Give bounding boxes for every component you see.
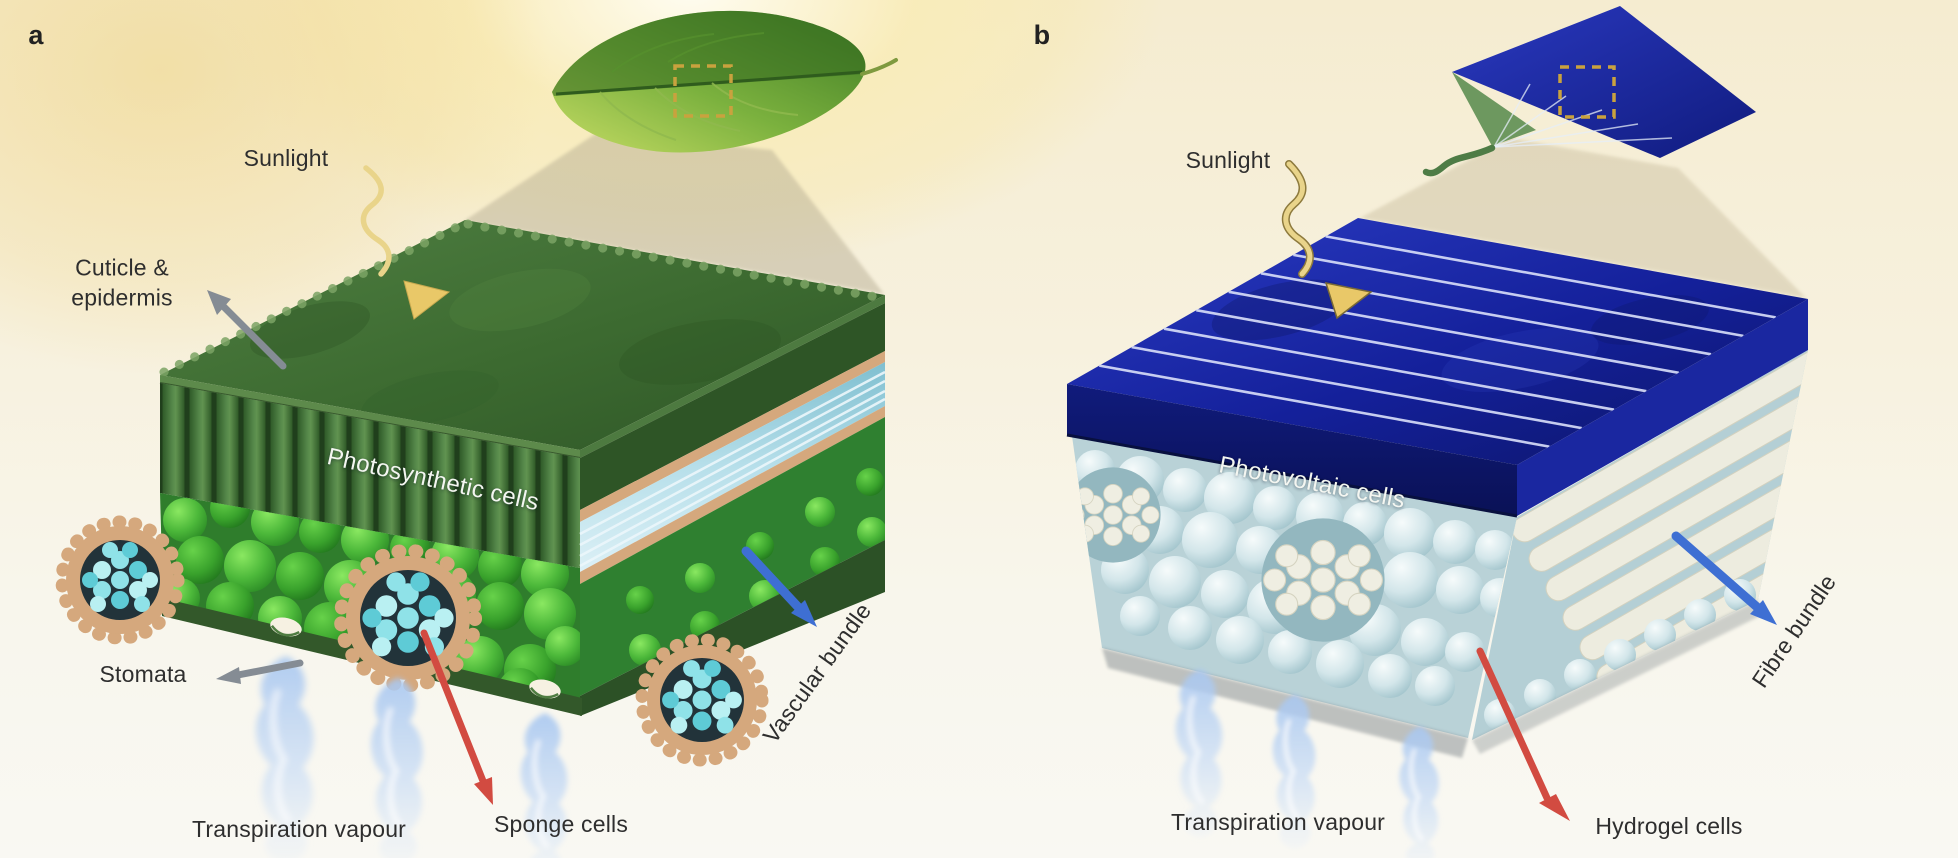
hydrogel-spheres: [1072, 450, 1517, 706]
fan-stem: [1422, 144, 1496, 177]
panel-a-illustration: [55, 10, 898, 858]
zoom-cone-a: [464, 132, 884, 294]
sunlight-label-a: Sunlight: [243, 144, 329, 171]
vascular-bundle-cross-sections: [55, 515, 769, 767]
sunlight-label-b: Sunlight: [1185, 146, 1271, 173]
cuticle-top-face: [160, 220, 885, 450]
cuticle-arrow-icon: [207, 290, 287, 370]
hydrogel-cells-arrow-icon: [1476, 647, 1570, 821]
panel-b-illustration: [1066, 6, 1808, 858]
cuticle-line2: epidermis: [71, 285, 173, 311]
leaf-cross-section-block: [55, 218, 887, 767]
fibre-bundle-arrow-icon: [1671, 531, 1777, 625]
sun-ray-icon: [1283, 161, 1313, 277]
pv-gridlines: [1099, 235, 1776, 448]
stomata-arrow-icon: [216, 659, 304, 684]
transpiration-vapour-label-a: Transpiration vapour: [191, 815, 407, 842]
leaf-image: [552, 10, 898, 153]
vascular-channel-side: [580, 362, 885, 572]
vascular-bundle-arrow-icon: [741, 546, 817, 627]
pv-right-bevel: [1517, 299, 1808, 516]
zoom-cone-b: [1360, 138, 1806, 298]
panel-b-label: b: [1033, 20, 1051, 51]
panel-a-label: a: [28, 20, 44, 51]
hydrogel-cells-label: Hydrogel cells: [1595, 812, 1743, 839]
sponge-cells-label: Sponge cells: [493, 810, 629, 837]
sponge-side-bumps: [626, 468, 885, 666]
cuticle-epidermis-label: Cuticle & epidermis: [71, 253, 173, 314]
stomata-label: Stomata: [99, 660, 187, 687]
sponge-cells-arrow-icon: [420, 629, 493, 805]
fan-device-image: [1422, 6, 1756, 177]
zoom-region-box-b: [1558, 65, 1616, 119]
cuticle-line1: Cuticle &: [75, 254, 169, 281]
device-cross-section-block: [1066, 218, 1808, 758]
sun-ray-arrowhead-icon: [1324, 282, 1373, 320]
transpiration-vapour-label-b: Transpiration vapour: [1170, 808, 1386, 835]
photovoltaic-top-face: [1067, 218, 1808, 465]
pv-front-bevel: [1067, 384, 1517, 516]
sun-ray-arrowhead-icon: [403, 280, 451, 320]
zoom-region-box-a: [673, 64, 733, 118]
leaf-stem: [860, 58, 898, 76]
sun-ray-icon: [360, 165, 392, 277]
palisade-cell-layer: [160, 383, 580, 568]
